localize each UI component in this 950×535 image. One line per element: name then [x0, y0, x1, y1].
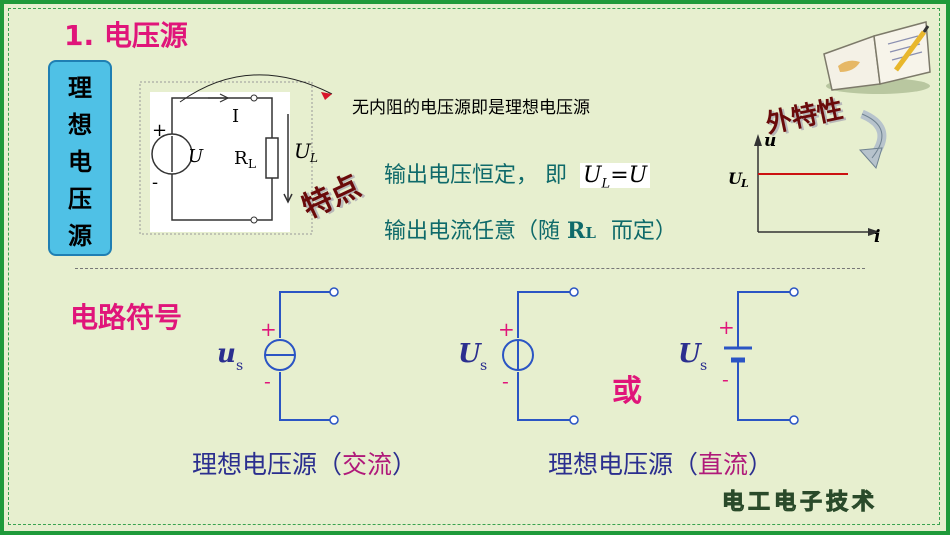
- circuit-voltage-sub: L: [309, 151, 318, 165]
- feature-line-2: 输出电流任意（随 RL 而定）: [384, 213, 677, 245]
- dc-battery-symbol: + - U s: [678, 287, 799, 425]
- circuit-current-label: I: [232, 106, 239, 127]
- dc-circle-minus-sign: -: [502, 369, 509, 393]
- dc-circle-source-label: U: [458, 339, 482, 369]
- curved-arrow-icon: [858, 109, 887, 170]
- circuit-resistor-label: R: [234, 148, 248, 169]
- dc-circle-source-sub: s: [480, 358, 487, 374]
- circuit-resistor-sub: L: [248, 157, 256, 171]
- ac-source-label: u: [217, 339, 236, 369]
- page-title: 1. 电压源: [64, 19, 188, 52]
- battery-minus-sign: -: [722, 367, 729, 391]
- feature-line-1: 输出电压恒定， 即 UL=U: [384, 157, 651, 191]
- voltage-source-circuit: + - U I R L U L: [139, 74, 333, 235]
- slide-inner-border: [8, 8, 940, 525]
- external-characteristic-graph: u i U L: [728, 131, 880, 245]
- battery-source-label: U: [678, 339, 702, 369]
- ac-minus-sign: -: [264, 369, 271, 393]
- circuit-source-label: U: [188, 146, 204, 167]
- graph-level-label: U: [728, 169, 743, 188]
- graph-level-sub: L: [740, 177, 749, 190]
- brand-watermark: 电工电子技术: [721, 489, 879, 516]
- section-divider: [75, 268, 865, 269]
- caption-dc: 理想电压源（直流）: [548, 445, 773, 481]
- circuit-plus-sign: +: [152, 120, 167, 141]
- feature-2-suffix: 而定）: [610, 219, 677, 244]
- caption-dc-prefix: 理想电压源（: [548, 450, 699, 479]
- circuit-symbols-heading: 电路符号: [70, 301, 183, 334]
- circuit-voltage-label: U: [294, 139, 312, 163]
- dc-circle-plus-sign: +: [498, 317, 515, 341]
- circuit-minus-sign: -: [152, 172, 158, 193]
- caption-ac-suffix: ）: [392, 450, 418, 479]
- feature-2-text: 输出电流任意（随: [384, 219, 561, 244]
- feature-2-resistor: RL: [567, 218, 596, 244]
- caption-dc-suffix: ）: [748, 450, 774, 479]
- graph-y-axis-label: u: [764, 131, 776, 151]
- or-label: 或: [612, 374, 642, 409]
- graph-x-axis-label: i: [874, 227, 880, 245]
- dc-source-circle-symbol: + - U s: [458, 287, 579, 425]
- feature-1-text: 输出电压恒定， 即: [384, 163, 567, 188]
- caption-ac-prefix: 理想电压源（: [192, 450, 343, 479]
- feature-1-formula: UL=U: [580, 163, 651, 191]
- ac-source-sub: s: [236, 358, 243, 374]
- ac-source-symbol: + - u s: [217, 287, 339, 425]
- battery-source-sub: s: [700, 358, 707, 374]
- side-label-text: 理想电压源: [68, 74, 92, 250]
- battery-plus-sign: +: [718, 315, 735, 339]
- caption-ac: 理想电压源（交流）: [192, 445, 417, 481]
- side-scroll-label: 理想电压源: [48, 60, 112, 256]
- ideal-source-note: 无内阻的电压源即是理想电压源: [352, 98, 590, 118]
- caption-dc-highlight: 直流: [698, 450, 749, 479]
- book-icon: [823, 21, 931, 94]
- caption-ac-highlight: 交流: [342, 450, 393, 479]
- ac-plus-sign: +: [260, 317, 277, 341]
